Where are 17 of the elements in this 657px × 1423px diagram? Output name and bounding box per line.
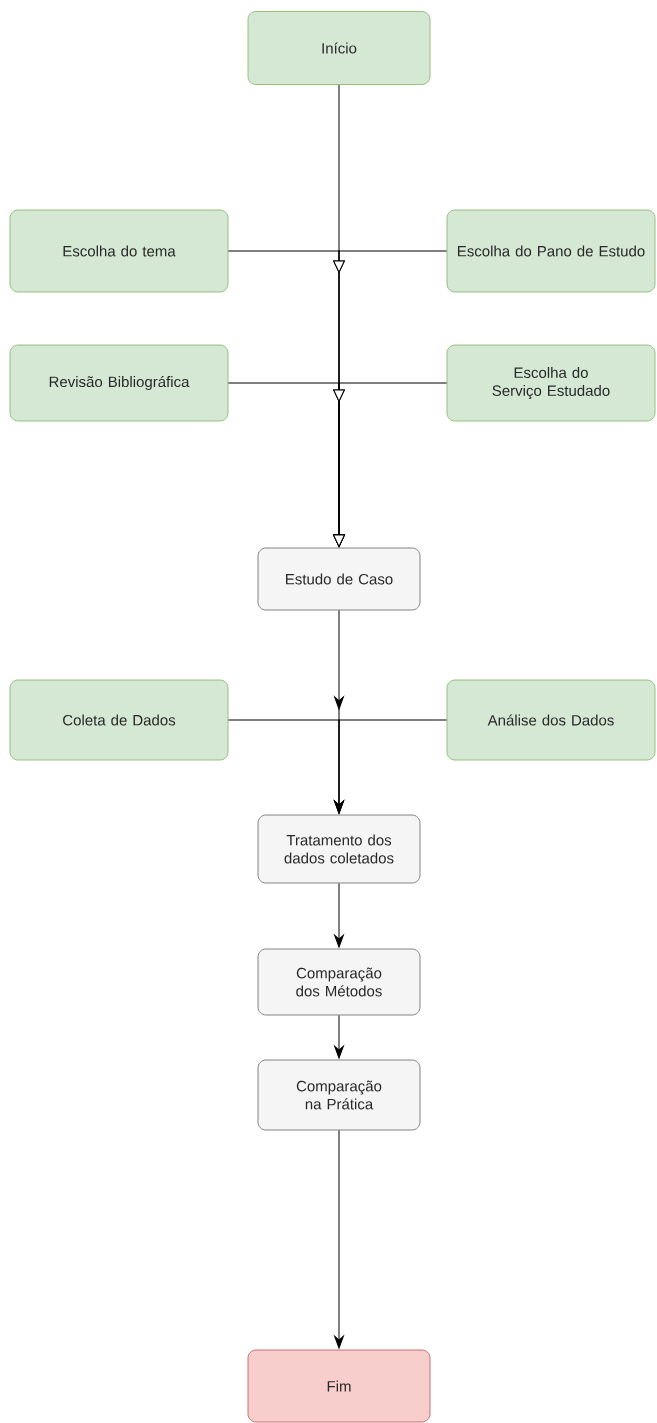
start-box: Início — [247, 11, 431, 85]
process-box: Estudo de Caso — [257, 547, 421, 611]
process-box: Comparação dos Métodos — [257, 948, 421, 1016]
arrow — [334, 1014, 344, 1059]
process-box: Tratamento dos dados coletados — [257, 814, 421, 884]
start-box: Revisão Bibliográfica — [9, 344, 229, 422]
start-box: Escolha do Serviço Estudado — [446, 344, 656, 422]
arrow — [334, 882, 344, 948]
end-box: Fim — [247, 1349, 431, 1423]
arrow — [334, 719, 448, 814]
arrow — [334, 1129, 344, 1349]
start-box: Análise dos Dados — [446, 679, 656, 761]
start-box: Escolha do tema — [9, 209, 229, 293]
start-box: Escolha do Pano de Estudo — [446, 209, 656, 293]
process-box: Comparação na Prática — [257, 1059, 421, 1131]
arrow — [333, 382, 448, 547]
start-box: Coleta de Dados — [9, 679, 229, 761]
